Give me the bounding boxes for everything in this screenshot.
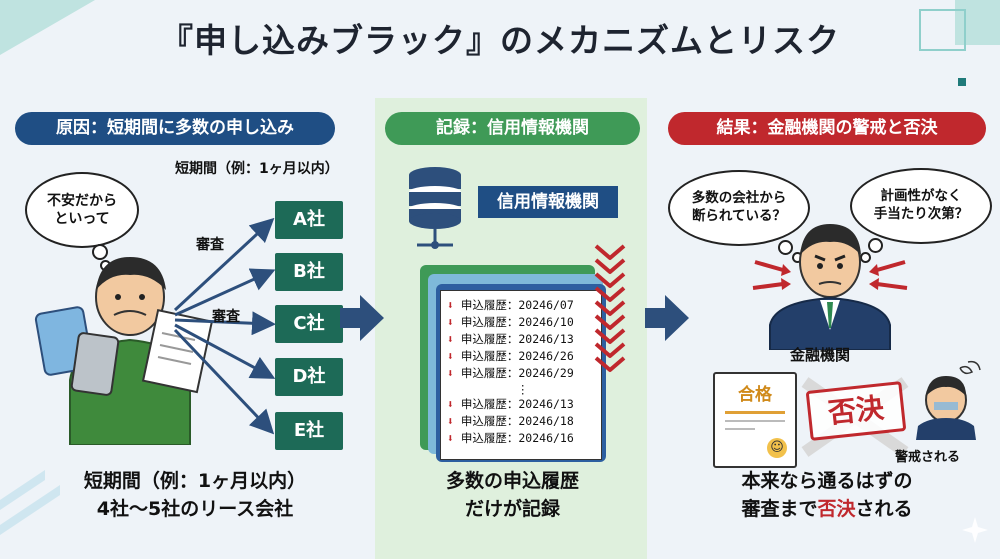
worried-person-icon: [34, 257, 214, 445]
cause-header: 原因：短期間に多数の申し込み: [15, 112, 335, 145]
record-row: ⬇ 申込履歴：20246/10: [447, 315, 574, 329]
record-caption: 多数の申込履歴 だけが記録: [385, 468, 640, 523]
company-d: D社: [275, 358, 343, 396]
flow-arrow-1: [340, 295, 384, 341]
bubble-dot: [778, 240, 793, 255]
result-header: 結果：金融機関の警戒と否決: [668, 112, 986, 145]
anxiety-thought-bubble: 不安だから といって: [25, 172, 139, 248]
result-caption: 本来なら通るはずの 審査まで否決される: [668, 468, 986, 523]
chevrons-down-icon: [594, 244, 626, 372]
record-row: ⬇ 申込履歴：20246/16: [447, 431, 574, 445]
cause-caption-line1: 短期間（例：1ヶ月以内）: [83, 470, 307, 492]
rejected-emphasis: 否決: [817, 497, 856, 520]
doubt-bubble-right: 計画性がなく 手当たり次第？: [850, 168, 992, 244]
record-row: ⬇ 申込履歴：20246/29: [447, 366, 574, 380]
corner-decoration-top-right: [919, 0, 1000, 86]
record-header: 記録：信用情報機関: [385, 112, 640, 145]
cause-caption: 短期間（例：1ヶ月以内） 4社〜5社のリース会社: [40, 468, 350, 523]
record-ellipsis: ⋮: [517, 382, 529, 396]
period-label: 短期間（例：1ヶ月以内）: [175, 161, 339, 177]
doubt-bubble-left: 多数の会社から 断られている？: [668, 170, 810, 246]
record-caption-line1: 多数の申込履歴: [445, 470, 579, 492]
approval-label: 合格: [738, 385, 772, 405]
corner-decoration-top-left: [0, 0, 95, 55]
flow-arrow-2: [645, 295, 689, 341]
database-icon: [409, 167, 461, 249]
application-arrows: [173, 217, 276, 435]
review-label-2: 審査: [212, 309, 240, 325]
record-row: ⬇ 申込履歴：20246/07: [447, 298, 574, 312]
bank-officer-label: 金融機関: [790, 346, 851, 364]
record-row: ⬇ 申込履歴：20246/18: [447, 414, 574, 428]
company-c: C社: [275, 305, 343, 343]
record-caption-line2: だけが記録: [464, 497, 560, 520]
bank-officer-icon: [752, 224, 908, 350]
rejection-stamp: 否決: [805, 381, 907, 441]
company-e: E社: [275, 412, 343, 450]
result-caption-line2: 審査まで否決される: [741, 497, 913, 520]
record-row: ⬇ 申込履歴：20246/13: [447, 332, 574, 346]
result-caption-line1: 本来なら通るはずの: [741, 470, 913, 492]
bubble-dot: [868, 238, 883, 253]
worried-applicant-icon: [916, 360, 981, 440]
credit-bureau-label: 信用情報機関: [478, 186, 618, 218]
warned-label: 警戒される: [895, 450, 961, 465]
company-b: B社: [275, 253, 343, 291]
bubble-dot: [860, 252, 871, 263]
page-title: 『申し込みブラック』のメカニズムとリスク: [160, 21, 840, 60]
bubble-dot: [92, 244, 108, 260]
record-row: ⬇ 申込履歴：20246/26: [447, 349, 574, 363]
record-row: ⬇ 申込履歴：20246/13: [447, 397, 574, 411]
sparkle-icon: [962, 517, 988, 543]
company-a: A社: [275, 201, 343, 239]
review-label-1: 審査: [196, 237, 224, 253]
smile-icon: ☺: [767, 438, 787, 458]
cause-caption-line2: 4社〜5社のリース会社: [96, 497, 294, 520]
record-sheet: ⬇ 申込履歴：20246/07 ⬇ 申込履歴：20246/10 ⬇ 申込履歴：2…: [440, 290, 602, 460]
corner-decoration-bottom-left: [0, 470, 60, 535]
approval-document: 合格 ☺: [713, 372, 797, 468]
